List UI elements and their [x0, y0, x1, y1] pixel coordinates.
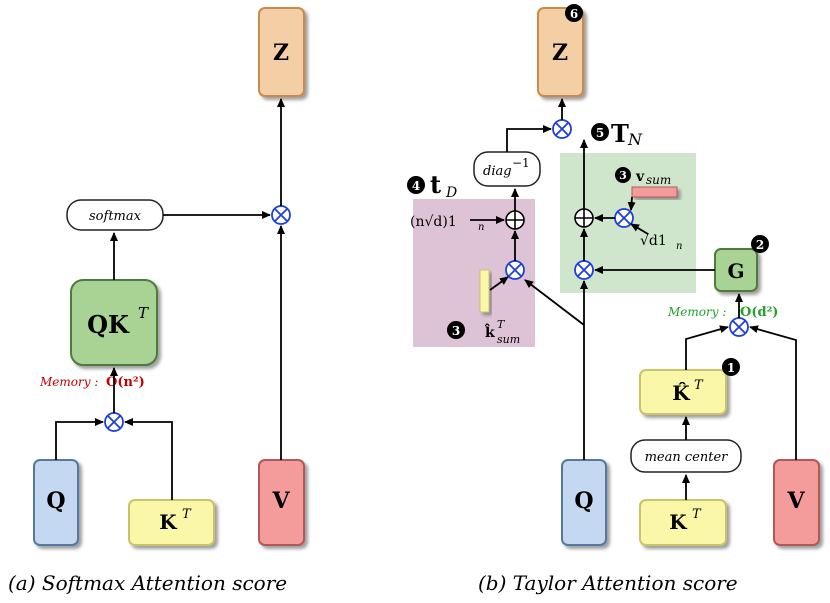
b-multiply-op-qg — [574, 260, 594, 280]
a-multiply-op-qk — [104, 412, 124, 432]
a-qk-sup: T — [138, 304, 149, 322]
a-caption: (a) Softmax Attention score — [8, 571, 287, 595]
b-badge-1: 1 — [722, 358, 740, 376]
b-badge-6: 6 — [565, 4, 583, 22]
b-badge-4: 4 — [407, 176, 425, 194]
a-v-label: V — [271, 488, 290, 514]
svg-text:4: 4 — [412, 179, 420, 193]
b-sqrtd-sub: n — [676, 241, 682, 252]
b-badge-2: 2 — [751, 235, 769, 253]
b-td-label: t — [430, 170, 441, 199]
a-k-sup: T — [182, 507, 192, 522]
b-multiply-op-top — [552, 119, 572, 139]
b-badge-3-vsum: 3 — [615, 167, 631, 183]
b-khat-box — [639, 369, 727, 415]
a-memory-label: Memory : — [39, 375, 98, 389]
b-khat-label: K̂ — [672, 381, 690, 405]
b-g-label: G — [727, 259, 744, 283]
a-z-box — [258, 7, 305, 97]
svg-text:3: 3 — [452, 324, 460, 338]
b-khat-sup: T — [694, 378, 704, 393]
a-softmax-label: softmax — [89, 209, 142, 224]
b-diag-sup: −1 — [512, 156, 530, 170]
svg-text:3: 3 — [619, 169, 627, 182]
b-multiply-op-kv — [729, 317, 749, 337]
b-nsqrtd-label: (n√d)1 — [410, 214, 457, 230]
b-ksum-label: k̂ — [484, 322, 495, 341]
b-add-op-td — [505, 210, 525, 230]
b-td-sub: D — [445, 185, 457, 201]
b-z-box — [537, 7, 584, 97]
b-add-op-tn — [574, 208, 594, 228]
b-ksum-sub: sum — [497, 333, 520, 346]
a-arrows — [55, 98, 285, 500]
a-qk-label: QK — [87, 310, 130, 339]
b-memory-value: O(d²) — [740, 305, 778, 320]
b-arrows — [470, 98, 797, 500]
b-nsqrtd-sub: n — [478, 222, 484, 233]
b-tn-label: T — [611, 119, 629, 148]
b-z-label: Z — [552, 40, 568, 66]
svg-text:1: 1 — [727, 361, 735, 375]
b-k-label: K — [669, 510, 687, 534]
b-sqrtd-label: √d1 — [640, 233, 667, 249]
b-ksum-bar — [479, 269, 490, 313]
b-ksum-sup: T — [497, 318, 506, 331]
b-badge-3-ksum: 3 — [447, 321, 465, 339]
panel-b-taylor: Z diag −1 t D T N (n√d)1 n √d1 n v sum k… — [407, 4, 820, 595]
b-diag-label: diag — [483, 164, 512, 179]
b-v-label: V — [786, 488, 805, 514]
b-multiply-op-vsum — [614, 208, 634, 228]
svg-text:6: 6 — [570, 7, 578, 21]
b-badge-5: 5 — [591, 123, 609, 141]
b-mean-center-label: mean center — [645, 450, 729, 465]
b-vsum-bar — [631, 186, 678, 198]
b-multiply-op-qksum — [505, 260, 525, 280]
a-z-label: Z — [273, 40, 289, 66]
b-caption: (b) Taylor Attention score — [478, 571, 738, 595]
svg-text:2: 2 — [756, 238, 764, 252]
a-multiply-op-v — [271, 205, 291, 225]
b-k-box — [639, 499, 727, 546]
a-q-label: Q — [46, 488, 65, 514]
b-k-sup: T — [692, 507, 702, 522]
b-tn-sub: N — [627, 130, 643, 149]
panel-a-softmax: Z softmax QK T Memory : O(n²) Q K T V — [8, 7, 305, 595]
a-memory-value: O(n²) — [106, 375, 145, 390]
b-vsum-label: v — [635, 169, 645, 185]
b-q-label: Q — [574, 488, 593, 514]
b-memory-label: Memory : — [667, 305, 726, 319]
b-vsum-sub: sum — [646, 173, 671, 187]
a-k-label: K — [159, 510, 177, 534]
svg-text:5: 5 — [596, 126, 604, 140]
